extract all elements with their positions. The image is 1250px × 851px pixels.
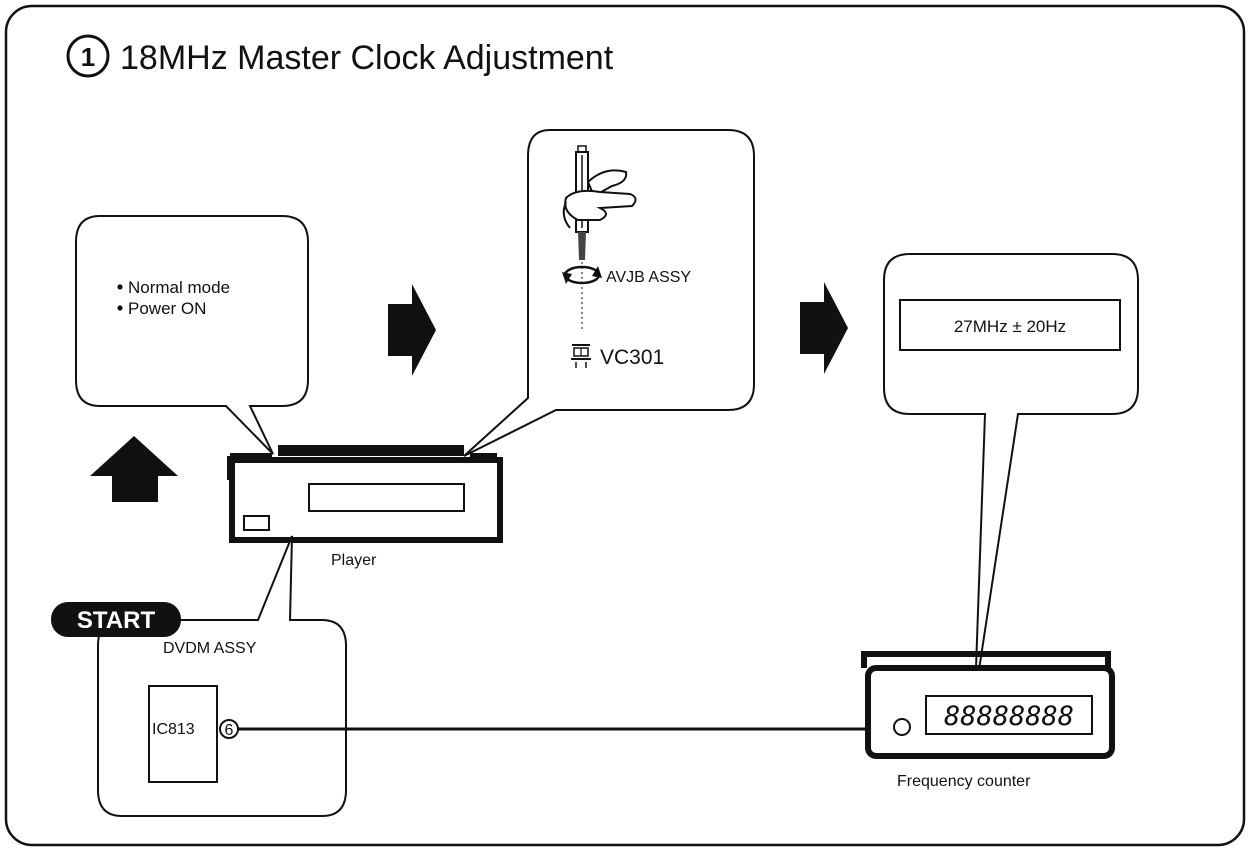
step-number: 1	[81, 42, 95, 72]
condition-item: Normal mode	[128, 278, 230, 297]
arrow-up-icon	[90, 436, 178, 502]
bullet-dot	[117, 305, 123, 311]
adjust-part-label: VC301	[600, 346, 664, 369]
counter-display	[925, 695, 1093, 735]
adjust-assembly-label: AVJB ASSY	[606, 269, 691, 286]
condition-item: Power ON	[128, 299, 206, 318]
player-button	[243, 515, 270, 531]
screwdriver-icon	[562, 145, 637, 330]
start-label: START	[77, 607, 156, 634]
conditions-bubble: Normal mode Power ON	[75, 215, 309, 455]
rotate-icon	[562, 265, 602, 285]
step-number-circle	[66, 34, 110, 78]
arrow-right-icon	[388, 284, 436, 376]
player-device	[227, 445, 503, 543]
trimmer-capacitor-icon	[571, 344, 591, 368]
arrow-right-icon	[800, 282, 848, 374]
ic-label: IC813	[152, 721, 195, 738]
frequency-counter-label: Frequency counter	[897, 773, 1031, 790]
header: 1 18MHz Master Clock Adjustment	[66, 34, 614, 78]
outer-frame	[4, 4, 1246, 847]
frequency-counter-device: 88888888	[861, 651, 1115, 759]
adjustment-bubble: AVJB ASSY VC301	[463, 129, 755, 457]
target-value-box	[899, 299, 1121, 351]
dvdm-bubble: DVDM ASSY IC813 6	[97, 535, 347, 817]
dvdm-assembly-label: DVDM ASSY	[163, 640, 257, 657]
ic-chip	[148, 685, 218, 783]
pin-number: 6	[225, 722, 234, 739]
target-value: 27MHz ± 20Hz	[954, 317, 1066, 336]
input-jack	[893, 718, 911, 736]
player-label: Player	[331, 552, 377, 569]
bullet-dot	[117, 284, 123, 290]
start-badge: START	[51, 602, 181, 637]
counter-readout: 88888888	[944, 701, 1074, 732]
player-display	[308, 483, 465, 512]
page-title: 18MHz Master Clock Adjustment	[120, 39, 614, 77]
target-bubble: 27MHz ± 20Hz	[883, 253, 1139, 697]
